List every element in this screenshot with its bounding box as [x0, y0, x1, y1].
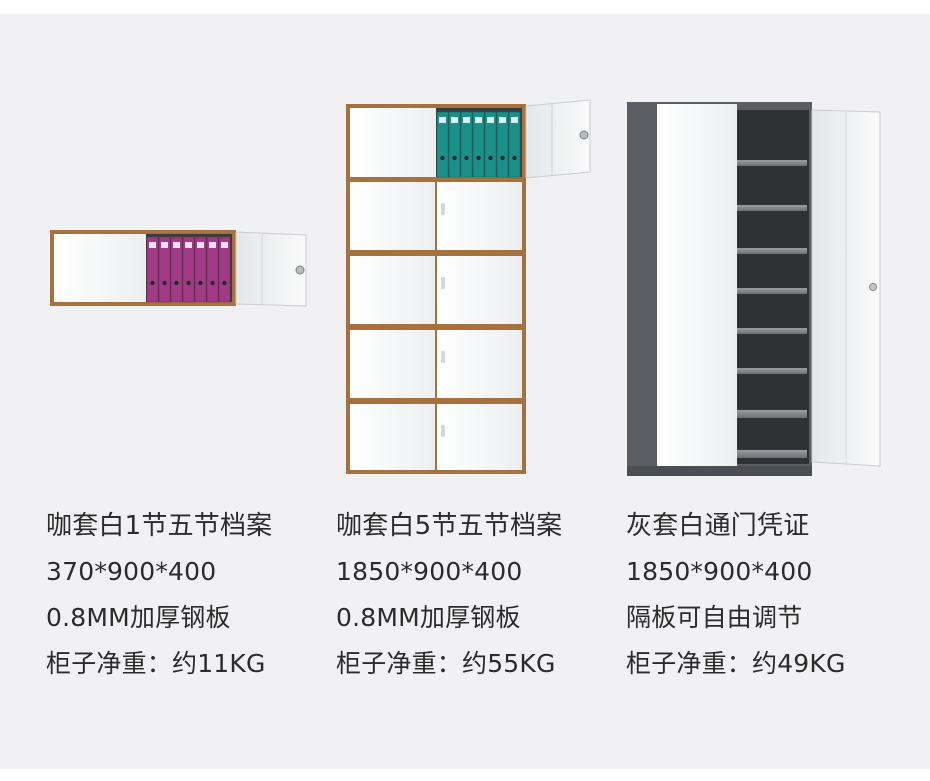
- binders-purple: [146, 236, 231, 303]
- product-3-size: 1850*900*400: [626, 557, 813, 586]
- product-3-spec: 隔板可自由调节: [626, 603, 803, 632]
- product-2-spec: 0.8MM加厚钢板: [336, 603, 521, 632]
- binders-teal: [436, 111, 521, 178]
- product-1-caption: 咖套白1节五节档案 370*900*400 0.8MM加厚钢板 柜子净重：约11…: [46, 503, 272, 687]
- product-3-weight: 柜子净重：约49KG: [626, 649, 846, 678]
- product-3-title: 灰套白通门凭证: [626, 511, 810, 541]
- cabinet-3-image: [627, 102, 881, 476]
- product-2-size: 1850*900*400: [336, 557, 523, 586]
- cabinet-2-lower-sections: [346, 178, 526, 474]
- shelves: [737, 160, 807, 458]
- product-1-spec: 0.8MM加厚钢板: [46, 603, 231, 632]
- product-1-weight: 柜子净重：约11KG: [46, 649, 266, 678]
- product-1-size: 370*900*400: [46, 557, 217, 586]
- product-2-caption: 咖套白5节五节档案 1850*900*400 0.8MM加厚钢板 柜子净重：约5…: [336, 503, 562, 687]
- cabinet-2-image: [346, 99, 591, 474]
- product-3-caption: 灰套白通门凭证 1850*900*400 隔板可自由调节 柜子净重：约49KG: [626, 503, 846, 687]
- product-1-title: 咖套白1节五节档案: [46, 511, 273, 541]
- cabinet-1-image: [50, 230, 307, 307]
- product-2-weight: 柜子净重：约55KG: [336, 649, 556, 678]
- product-2-title: 咖套白5节五节档案: [336, 511, 563, 541]
